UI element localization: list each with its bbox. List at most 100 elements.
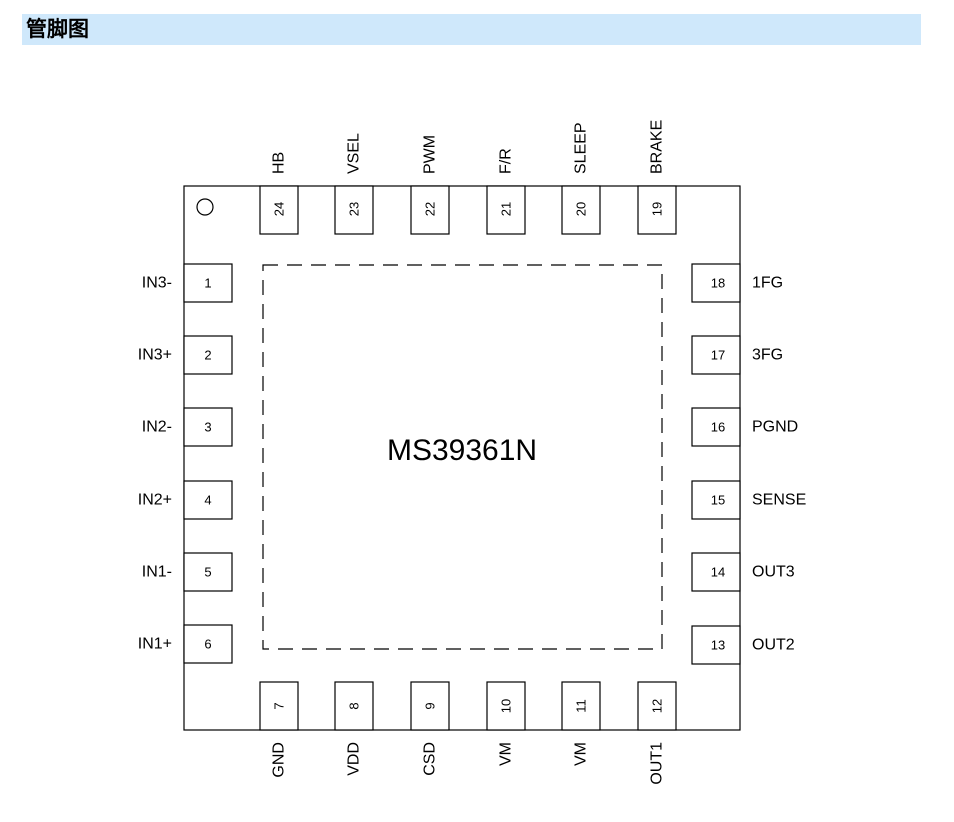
pin-label: F/R [498, 148, 515, 174]
pin-number: 23 [347, 202, 362, 216]
pin-number: 12 [650, 699, 665, 713]
pin-label: IN3- [142, 275, 172, 292]
pin-label: VDD [346, 742, 363, 776]
pin-pad [637, 681, 677, 731]
pin-label: IN2+ [138, 492, 172, 509]
pin-17: 17 3FG [691, 335, 783, 375]
pin-number: 15 [711, 493, 725, 508]
pin-pad [691, 625, 741, 665]
pin-pad [259, 185, 299, 235]
pin-number: 17 [711, 348, 725, 363]
pin-number: 8 [347, 702, 362, 709]
pin-number: 21 [499, 202, 514, 216]
pin-number: 19 [650, 202, 665, 216]
pin-pad [486, 185, 526, 235]
package-outline [183, 185, 741, 731]
pin-pad [410, 681, 450, 731]
pin-label: BRAKE [649, 120, 666, 174]
pin-label: SLEEP [573, 122, 590, 174]
pin-label: PGND [752, 419, 798, 436]
pin-label: CSD [422, 742, 439, 776]
pin-3: 3 IN2- [142, 407, 233, 447]
pin-number: 10 [499, 699, 514, 713]
pin-number: 13 [711, 638, 725, 653]
pin-5: 5 IN1- [142, 552, 233, 592]
exposed-pad [262, 264, 663, 650]
pin-label: IN2- [142, 419, 172, 436]
pin-15: 15 SENSE [691, 480, 806, 520]
pin-number: 7 [272, 702, 287, 709]
pin-label: SENSE [752, 492, 806, 509]
pin-label: 1FG [752, 275, 783, 292]
pin-label: OUT2 [752, 637, 795, 654]
pin-number: 9 [423, 702, 438, 709]
pin-label: IN1+ [138, 636, 172, 653]
pin-pad [183, 263, 233, 303]
pin-13: 13 OUT2 [691, 625, 795, 665]
section-header: 管脚图 [22, 14, 921, 45]
section-title: 管脚图 [26, 17, 89, 41]
pin-pad [691, 552, 741, 592]
pin-number: 1 [204, 276, 211, 291]
pin-label: VM [573, 742, 590, 766]
pin-label: VM [498, 742, 515, 766]
pin-pad [561, 185, 601, 235]
pin-number: 2 [204, 348, 211, 363]
pin-pad [691, 335, 741, 375]
pin-6: 6 IN1+ [138, 624, 233, 664]
pin-pad [334, 681, 374, 731]
pin-label: HB [271, 152, 288, 174]
pin-pad [691, 407, 741, 447]
pin-1: 1 IN3- [142, 263, 233, 303]
pin-19: 19 BRAKE [637, 120, 677, 235]
pin-number: 11 [574, 699, 589, 713]
pin-number: 22 [423, 202, 438, 216]
pin-label: VSEL [346, 133, 363, 174]
pin-14: 14 OUT3 [691, 552, 795, 592]
pin-label: OUT1 [649, 742, 666, 785]
pin-pad [183, 335, 233, 375]
pin-pad [486, 681, 526, 731]
pin-pad [410, 185, 450, 235]
pin-22: 22 PWM [410, 135, 450, 235]
pin-label: IN1- [142, 564, 172, 581]
pin-pad [637, 185, 677, 235]
pin1-marker-icon [196, 198, 214, 216]
pin-pad [334, 185, 374, 235]
pin-pad [561, 681, 601, 731]
pin-number: 4 [204, 493, 211, 508]
pin-20: 20 SLEEP [561, 122, 601, 235]
pin-number: 3 [204, 420, 211, 435]
chip-name: MS39361N [387, 434, 537, 467]
pin-number: 5 [204, 565, 211, 580]
pin-label: GND [271, 742, 288, 778]
pin-18: 18 1FG [691, 263, 783, 303]
pin-pad [259, 681, 299, 731]
pin-number: 6 [204, 637, 211, 652]
pin-number: 14 [711, 565, 725, 580]
pin-label: PWM [422, 135, 439, 174]
pin-label: OUT3 [752, 564, 795, 581]
pin-number: 18 [711, 276, 725, 291]
pin-pad [691, 263, 741, 303]
pin-pad [183, 407, 233, 447]
pin-label: 3FG [752, 347, 783, 364]
pin-number: 20 [574, 202, 589, 216]
pin-23: 23 VSEL [334, 133, 374, 235]
pin-21: 21 F/R [486, 148, 526, 235]
pin-4: 4 IN2+ [138, 480, 233, 520]
pin-pad [183, 480, 233, 520]
